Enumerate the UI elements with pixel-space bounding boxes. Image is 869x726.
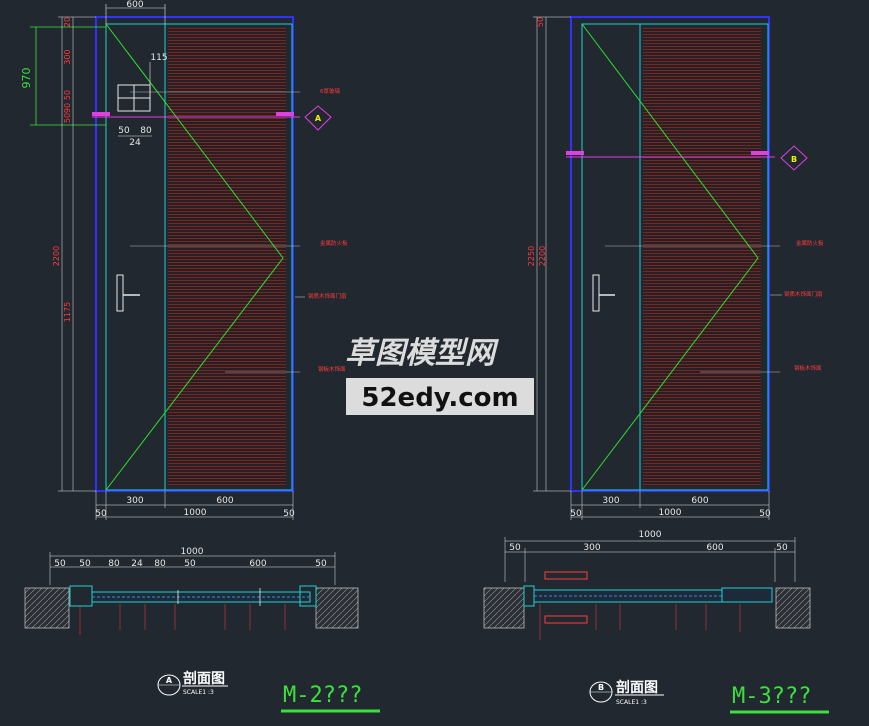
dim-1175: 1175 bbox=[63, 302, 72, 322]
section-right-dim-1: 50 bbox=[509, 543, 521, 553]
wall-left bbox=[24, 587, 70, 629]
section-left-dim-3: 80 bbox=[108, 559, 120, 569]
section-right-total: 1000 bbox=[639, 530, 662, 540]
section-marker-a bbox=[304, 105, 332, 131]
wall-right bbox=[315, 587, 359, 629]
dim-bottom-50-r-right: 50 bbox=[759, 509, 771, 519]
callout-door-leaf-right: 钢质木饰面门扇 bbox=[784, 290, 823, 298]
door-name-m3: M-3??? bbox=[732, 684, 811, 709]
section-left-dim-6: 50 bbox=[184, 559, 196, 569]
dim-115: 115 bbox=[150, 53, 167, 63]
dim-2200-right: 2200 bbox=[538, 246, 547, 266]
watermark: 草图模型网 52edy.com bbox=[345, 336, 534, 415]
door-swing-lines-right bbox=[581, 23, 759, 491]
section-right-dim-3: 600 bbox=[706, 543, 723, 553]
section-left-dim-5: 80 bbox=[154, 559, 166, 569]
callout-glass: 6厚玻璃 bbox=[320, 87, 340, 95]
door-handle-left bbox=[116, 274, 140, 312]
dim-bottom-600-right: 600 bbox=[691, 496, 708, 506]
wall-left-b bbox=[483, 587, 525, 629]
dim-50-a: 50 bbox=[63, 90, 72, 100]
dims-left-right-door bbox=[533, 16, 571, 492]
wall-right-b bbox=[775, 587, 811, 629]
section-left-dim-8: 50 bbox=[315, 559, 327, 569]
section-left-dim-7: 600 bbox=[249, 559, 266, 569]
dim-bottom-50-l-right: 50 bbox=[570, 509, 582, 519]
dims-bottom-left bbox=[95, 491, 294, 520]
dims-left-chain bbox=[58, 16, 96, 492]
section-title-marker-a-label: A bbox=[166, 676, 173, 685]
door-name-m2: M-2??? bbox=[283, 683, 362, 708]
section-left-title: 剖面图 bbox=[183, 670, 225, 687]
dim-bottom-300-right: 300 bbox=[602, 496, 619, 506]
section-marker-b bbox=[780, 145, 808, 171]
dim-bottom-50-l: 50 bbox=[95, 509, 107, 519]
dim-bottom-1000-right: 1000 bbox=[659, 508, 682, 518]
section-right-dim-2: 300 bbox=[583, 543, 600, 553]
callout-veneer-right: 钢板木饰面 bbox=[794, 364, 822, 372]
dim-bottom-600: 600 bbox=[216, 496, 233, 506]
dim-bottom-300: 300 bbox=[126, 496, 143, 506]
dim-20: 20 bbox=[63, 17, 72, 27]
section-left-total: 1000 bbox=[181, 547, 204, 557]
dim-small-80: 80 bbox=[140, 126, 152, 136]
veneer-hatch bbox=[168, 28, 286, 486]
callout-fire-panel-right: 金属防火板 bbox=[796, 239, 824, 247]
dim-bottom-50-r: 50 bbox=[283, 509, 295, 519]
watermark-line2: 52edy.com bbox=[361, 383, 518, 413]
section-left-scale: SCALE1 :3 bbox=[183, 689, 214, 696]
dims-top-left bbox=[105, 4, 166, 85]
door-frame-outline bbox=[95, 16, 294, 492]
dims-bottom-right bbox=[570, 491, 770, 520]
section-right-scale: SCALE1 :3 bbox=[616, 699, 647, 706]
dim-2200-left: 2200 bbox=[52, 246, 61, 266]
section-left-dim-2: 50 bbox=[79, 559, 91, 569]
section-left-dim-4: 24 bbox=[131, 559, 143, 569]
door-elevation-left: A 6厚玻璃 金属防火板 钢质木饰面门扇 钢板木饰面 600 115 97 bbox=[20, 0, 348, 520]
door-handle-right bbox=[592, 274, 615, 312]
door-leaf-outline bbox=[105, 23, 293, 491]
dim-2250: 2250 bbox=[527, 246, 536, 266]
callout-veneer: 钢板木饰面 bbox=[318, 365, 346, 373]
dim-vision-height bbox=[30, 26, 106, 126]
section-left-dim-1: 50 bbox=[54, 559, 66, 569]
section-detail-right: 1000 50 300 600 50 B 剖面图 SCALE1 :3 M-3??… bbox=[483, 530, 829, 714]
section-marker-a-label: A bbox=[315, 114, 322, 123]
section-right-dim-4: 50 bbox=[776, 543, 788, 553]
section-right-title: 剖面图 bbox=[616, 679, 658, 696]
dim-970: 970 bbox=[20, 68, 33, 89]
section-title-marker-b-label: B bbox=[598, 683, 604, 692]
dim-bottom-1000: 1000 bbox=[184, 508, 207, 518]
door-frame-outline-right bbox=[570, 16, 770, 492]
dim-300-left: 300 bbox=[63, 49, 72, 64]
dim-50-right-top: 50 bbox=[536, 17, 545, 27]
callout-door-leaf: 钢质木饰面门扇 bbox=[308, 292, 347, 300]
handle-section-b bbox=[544, 571, 588, 580]
dim-small-50: 50 bbox=[118, 126, 130, 136]
watermark-line1: 草图模型网 bbox=[345, 336, 499, 371]
dim-50-b: 50 bbox=[63, 113, 72, 123]
door-swing-lines bbox=[105, 23, 284, 491]
watermark-box bbox=[346, 378, 534, 415]
dim-90: 90 bbox=[63, 103, 72, 113]
section-detail-left: 1000 50 50 80 24 80 50 600 50 A 剖面图 SCAL bbox=[24, 547, 380, 713]
dim-small-24: 24 bbox=[129, 138, 141, 148]
section-marker-b-label: B bbox=[791, 155, 797, 164]
door-elevation-right: B 金属防火板 钢质木饰面门扇 钢板木饰面 50 2250 2200 300 bbox=[527, 16, 824, 520]
dim-600: 600 bbox=[126, 0, 143, 10]
callout-fire-panel: 金属防火板 bbox=[320, 239, 348, 247]
